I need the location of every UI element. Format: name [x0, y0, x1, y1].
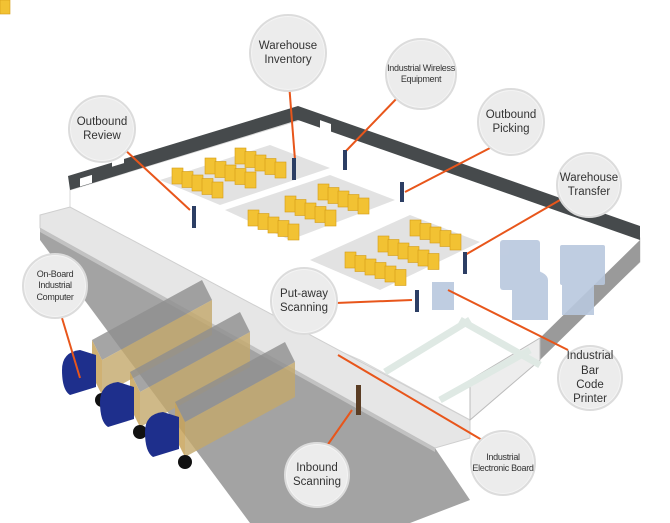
- box: [327, 187, 340, 204]
- box: [264, 158, 277, 175]
- label-warehouse-transfer: Warehouse Transfer: [559, 171, 619, 198]
- bubble-electronic-board: Industrial Electronic Board: [470, 430, 536, 496]
- bubble-industrial-wireless: Industrial Wireless Equipment: [385, 38, 457, 110]
- label-outbound-review: Outbound Review: [76, 115, 128, 142]
- box: [244, 151, 257, 168]
- label-outbound-picking: Outbound Picking: [485, 108, 537, 135]
- box: [364, 258, 377, 276]
- bubble-inbound-scanning: Inbound Scanning: [284, 442, 350, 508]
- bubble-onboard-computer: On-Board Industrial Computer: [22, 253, 88, 319]
- sorting-equipment: [432, 240, 605, 320]
- box: [417, 249, 430, 267]
- truck: [100, 312, 250, 439]
- bubble-putaway-scanning: Put-away Scanning: [270, 267, 338, 335]
- box: [344, 251, 357, 269]
- box: [201, 178, 214, 195]
- truck: [145, 342, 295, 469]
- box: [314, 206, 327, 223]
- label-barcode-printer: Industrial Bar Code Printer: [566, 350, 614, 406]
- box: [234, 168, 247, 185]
- box: [377, 235, 390, 253]
- bubble-warehouse-transfer: Warehouse Transfer: [556, 152, 622, 218]
- box: [254, 154, 267, 172]
- box: [384, 265, 397, 283]
- box: [277, 220, 290, 237]
- bubble-outbound-picking: Outbound Picking: [477, 88, 545, 156]
- box: [397, 242, 410, 260]
- box: [234, 147, 247, 165]
- back-wall-right: [298, 106, 640, 240]
- box: [287, 223, 300, 241]
- pallet-boxes: [0, 0, 11, 15]
- bubble-outbound-review: Outbound Review: [68, 95, 136, 163]
- box: [354, 255, 367, 272]
- box: [211, 181, 224, 199]
- box: [419, 223, 432, 240]
- box: [317, 183, 330, 201]
- box: [357, 197, 370, 215]
- box: [191, 174, 204, 192]
- trucks: [62, 280, 295, 469]
- truck: [62, 280, 212, 407]
- box: [284, 195, 297, 213]
- box: [427, 253, 440, 270]
- label-inbound-scanning: Inbound Scanning: [293, 461, 341, 488]
- bubble-barcode-printer: Industrial Bar Code Printer: [557, 345, 623, 411]
- box: [247, 209, 260, 227]
- box: [294, 199, 307, 216]
- label-electronic-board: Industrial Electronic Board: [472, 451, 534, 473]
- box: [449, 233, 462, 251]
- box: [387, 239, 400, 256]
- box: [439, 230, 452, 247]
- label-warehouse-inventory: Warehouse Inventory: [258, 39, 318, 66]
- box: [324, 209, 337, 227]
- box: [181, 171, 194, 188]
- box: [429, 226, 442, 244]
- bubble-warehouse-inventory: Warehouse Inventory: [249, 14, 327, 92]
- label-onboard-computer: On-Board Industrial Computer: [36, 269, 74, 302]
- box: [304, 202, 317, 220]
- box-stacks: [171, 147, 462, 286]
- label-putaway-scanning: Put-away Scanning: [280, 287, 328, 314]
- workers: [192, 150, 467, 415]
- box: [409, 219, 422, 237]
- box: [394, 269, 407, 286]
- box: [244, 171, 257, 189]
- label-industrial-wireless: Industrial Wireless Equipment: [387, 62, 455, 84]
- box: [274, 161, 287, 179]
- back-wall-left: [68, 106, 298, 190]
- box: [267, 216, 280, 234]
- box: [214, 161, 227, 178]
- box: [171, 167, 184, 185]
- box: [407, 246, 420, 263]
- box: [204, 157, 217, 175]
- box: [347, 194, 360, 211]
- conveyor-belt: [383, 316, 542, 404]
- box: [337, 190, 350, 208]
- box: [374, 262, 387, 279]
- box: [224, 164, 237, 182]
- box: [257, 213, 270, 230]
